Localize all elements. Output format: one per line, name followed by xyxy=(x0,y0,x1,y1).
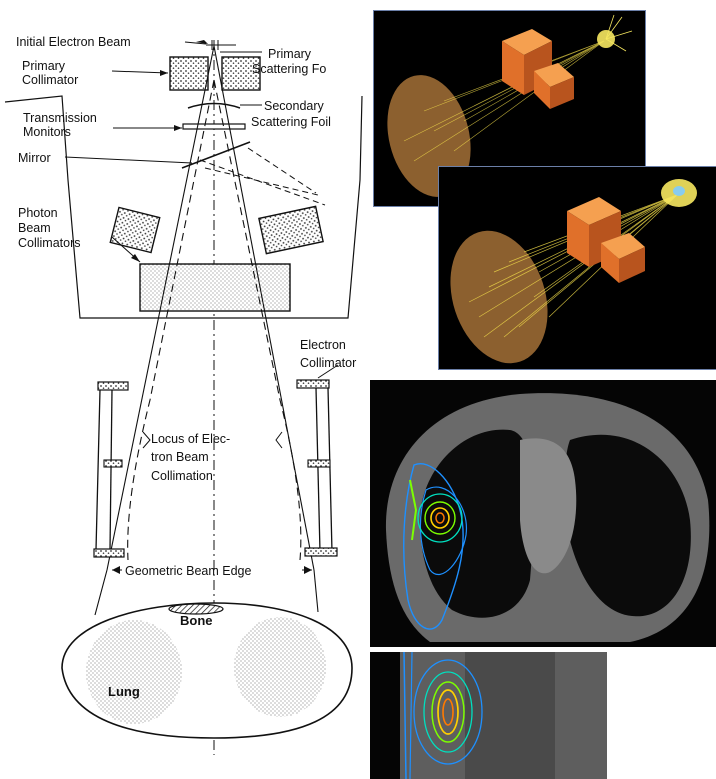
label-locus-3: Collimation xyxy=(151,469,213,483)
label-photon-2: Beam xyxy=(18,221,51,235)
label-beam-edge: Geometric Beam Edge xyxy=(125,564,251,578)
electron-locus-right xyxy=(214,80,301,560)
label-locus-2: tron Beam xyxy=(151,450,209,464)
label-photon-1: Photon xyxy=(18,206,58,220)
label-transmission-2: Monitors xyxy=(23,125,71,139)
label-primary-foil-2: Scattering Fo xyxy=(252,62,326,76)
label-mirror: Mirror xyxy=(18,151,51,165)
primary-collimator-left xyxy=(170,57,208,90)
label-primary-collimator-2: Collimator xyxy=(22,73,78,87)
label-transmission-1: Transmission xyxy=(23,111,97,125)
label-bone: Bone xyxy=(180,613,213,628)
transmission-monitor xyxy=(183,124,245,129)
label-primary-collimator-1: Primary xyxy=(22,59,66,73)
treatment-head-schematic: Initial Electron Beam Primary Collimator… xyxy=(0,0,372,779)
ct-sagittal-dose-image xyxy=(370,652,607,779)
label-primary-foil-1: Primary xyxy=(268,47,312,61)
lung-right xyxy=(234,617,326,717)
photon-collimator-left xyxy=(110,207,159,252)
electron-applicator-left xyxy=(94,382,128,557)
label-electron-collimator-1: Electron xyxy=(300,338,346,352)
label-electron-collimator-2: Collimator xyxy=(300,356,356,370)
ct-axial-dose-image xyxy=(370,380,716,647)
photon-collimator-right xyxy=(259,206,323,253)
label-initial-beam: Initial Electron Beam xyxy=(16,35,131,49)
label-locus-1: Locus of Elec- xyxy=(151,432,230,446)
label-lung: Lung xyxy=(108,684,140,699)
electron-applicator-right xyxy=(297,380,337,556)
label-secondary-foil-2: Scattering Foil xyxy=(251,115,331,129)
photon-collimator-lower xyxy=(140,264,290,311)
label-secondary-foil-1: Secondary xyxy=(264,99,325,113)
electron-locus-left xyxy=(128,80,214,560)
label-photon-3: Collimators xyxy=(18,236,81,250)
simulation-render-2 xyxy=(438,166,716,370)
lung-left xyxy=(86,620,182,724)
